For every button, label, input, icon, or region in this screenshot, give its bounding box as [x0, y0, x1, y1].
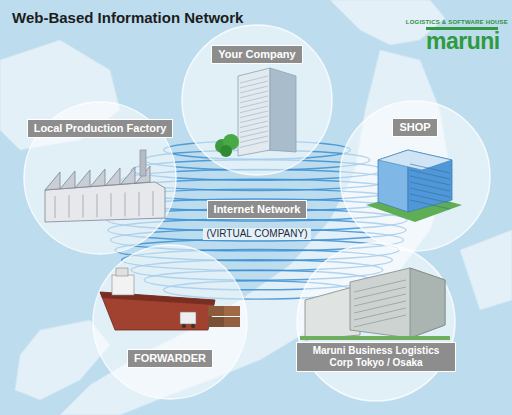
factory: [45, 150, 165, 222]
wall-line: [139, 192, 140, 216]
diagram-title: Web-Based Information Network: [12, 9, 243, 26]
node-label: Local Production Factory: [27, 119, 174, 138]
node-label: SHOP: [392, 118, 437, 137]
floor-line: [354, 308, 406, 320]
circle-fill: [182, 25, 332, 175]
floor-line: [354, 294, 406, 306]
maruni-building: [300, 268, 450, 340]
floor-line: [354, 301, 406, 313]
logo-wordmark: maruni: [426, 29, 500, 53]
logo-tagline: LOGISTICS & SOFTWARE HOUSE: [406, 19, 508, 25]
label-row: Maruni Business Logistics Corp Tokyo / O…: [296, 342, 456, 372]
floor-line: [354, 287, 406, 299]
shop-building: [366, 150, 462, 222]
node-label: Maruni Business Logistics Corp Tokyo / O…: [296, 342, 456, 372]
node-label: FORWARDER: [127, 349, 213, 368]
glass-line: [410, 200, 450, 209]
wall-line: [111, 193, 112, 217]
wall-line: [125, 193, 126, 217]
internet-hub: Internet Network (VIRTUAL COMPANY): [150, 199, 364, 243]
window-line: [240, 141, 268, 147]
wall-line: [55, 196, 56, 218]
wall-line: [69, 195, 70, 217]
wall-line: [153, 191, 154, 216]
wall-line: [97, 194, 98, 217]
circle-fill: [340, 101, 490, 251]
label-row: (VIRTUAL COMPANY): [150, 223, 364, 241]
node-label: Your Company: [211, 45, 302, 64]
circle-fill: [297, 243, 455, 401]
label-row: Internet Network: [150, 199, 364, 219]
circle-fill: [24, 102, 176, 254]
wall-line: [83, 195, 84, 218]
office-tower: [215, 68, 296, 157]
circle-fill: [93, 245, 247, 399]
floor-line: [354, 280, 406, 292]
label-row: Local Production Factory: [23, 118, 177, 138]
cargo-ship: [100, 268, 240, 330]
node-label: Internet Network: [207, 200, 308, 219]
node-sublabel: (VIRTUAL COMPANY): [203, 228, 312, 240]
floor-line: [354, 315, 406, 327]
